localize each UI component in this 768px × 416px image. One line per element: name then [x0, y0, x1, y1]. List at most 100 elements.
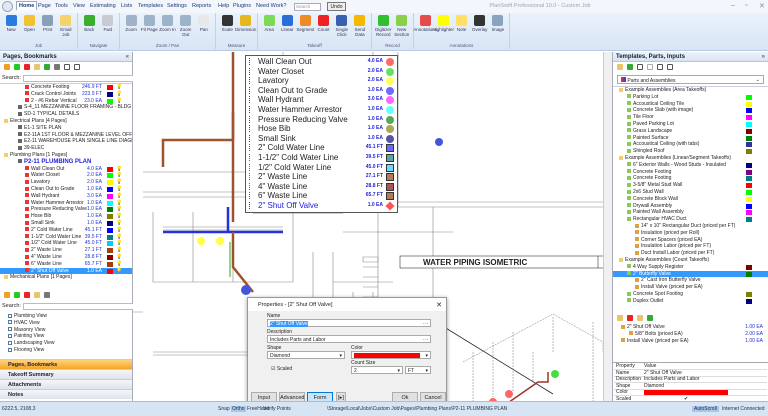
template-item[interactable]: Install Valve (priced per EA): [613, 284, 768, 291]
add-icon[interactable]: [14, 292, 20, 298]
search-input[interactable]: Search: [294, 3, 321, 11]
visibility-bulb-icon[interactable]: 💡: [116, 199, 123, 206]
count-size-select[interactable]: 2▾: [351, 366, 403, 374]
template-item[interactable]: Corner Spacers (priced EA): [613, 237, 768, 244]
linear-button[interactable]: Linear: [279, 13, 296, 49]
page-item[interactable]: 39-ELEC: [0, 145, 132, 152]
tab-tools[interactable]: Tools: [55, 3, 68, 9]
collapse-all-icon[interactable]: [667, 64, 673, 70]
delete-icon[interactable]: [627, 315, 633, 321]
folder-item[interactable]: Mechanical Plans [1 Pages]: [0, 274, 132, 281]
description-field[interactable]: Includes Parts and Labor···: [267, 335, 431, 343]
visibility-bulb-icon[interactable]: 💡: [116, 253, 123, 260]
color-swatch[interactable]: [107, 85, 113, 90]
visibility-bulb-icon[interactable]: 💡: [116, 226, 123, 233]
visibility-bulb-icon[interactable]: 💡: [116, 219, 123, 226]
view-item[interactable]: Landscaping View: [8, 340, 132, 347]
color-swatch[interactable]: [107, 207, 113, 213]
tab-page[interactable]: Page: [38, 3, 51, 9]
tab-templates[interactable]: Templates: [138, 3, 164, 9]
tab-help[interactable]: Help: [218, 3, 230, 9]
color-swatch[interactable]: [107, 268, 113, 274]
add-icon[interactable]: [14, 64, 20, 70]
folder-item[interactable]: Electrical Plans [4 Pages]: [0, 118, 132, 125]
tab-view[interactable]: View: [73, 3, 85, 9]
template-item[interactable]: Paved Parking Lot: [613, 121, 768, 128]
view-item[interactable]: Painting View: [8, 333, 132, 340]
sort-icon[interactable]: [4, 292, 10, 298]
view-item[interactable]: Plumbing View: [8, 313, 132, 320]
visibility-bulb-icon[interactable]: 💡: [116, 179, 123, 186]
verify-points-toggle[interactable]: Verify Points: [263, 406, 291, 412]
template-item[interactable]: 6" Exterior Walls - Wood Studs - Insulat…: [613, 162, 768, 169]
dialog-close-button[interactable]: ✕: [436, 302, 442, 309]
assembly-item[interactable]: Install Valve (priced per EA)1.00 EA: [613, 338, 768, 345]
delete-icon[interactable]: [24, 64, 30, 70]
template-item[interactable]: Insulation Labor (priced per FT): [613, 243, 768, 250]
view-item[interactable]: Masonry View: [8, 327, 132, 334]
color-swatch[interactable]: [107, 98, 113, 104]
scale-button[interactable]: Scale: [219, 13, 236, 49]
tab-plugins[interactable]: Plugins: [233, 3, 252, 9]
page-item[interactable]: SD-1 TYPICAL DETAILS: [0, 111, 132, 118]
property-row[interactable]: Color: [614, 389, 767, 396]
view-item[interactable]: HVAC View: [8, 320, 132, 327]
template-item[interactable]: Concrete Footing: [613, 175, 768, 182]
color-swatch[interactable]: [107, 227, 113, 233]
refresh-icon[interactable]: [647, 315, 653, 321]
name-field[interactable]: 2" Shut Off Valve···: [267, 319, 431, 327]
template-item[interactable]: Accoustical Ceiling Tile: [613, 101, 768, 108]
color-swatch[interactable]: [107, 241, 113, 247]
accordion-pages-bookmarks[interactable]: Pages, Bookmarks: [0, 359, 132, 369]
folder-icon[interactable]: [34, 64, 40, 70]
zoom-out-button[interactable]: Zoom Out: [177, 13, 194, 49]
visibility-bulb-icon[interactable]: 💡: [116, 240, 123, 247]
template-item[interactable]: Drywall Assembly: [613, 203, 768, 210]
template-item[interactable]: Concrete Footing: [613, 169, 768, 176]
folder-item[interactable]: Plumbing Plans [1 Pages]: [0, 152, 132, 159]
template-item[interactable]: Painted Wall Assembly: [613, 209, 768, 216]
area-button[interactable]: Area: [261, 13, 278, 49]
color-swatch[interactable]: [107, 193, 113, 199]
color-swatch[interactable]: [107, 234, 113, 240]
back-button[interactable]: Back: [81, 13, 98, 49]
template-folder[interactable]: Example Assemblies (Area Takeoffs): [613, 87, 768, 94]
template-item[interactable]: Accoustical Ceiling (with tabs): [613, 141, 768, 148]
visibility-bulb-icon[interactable]: 💡: [116, 247, 123, 254]
template-item[interactable]: 2x6 Stud Wall: [613, 189, 768, 196]
maximize-button[interactable]: ▫: [745, 2, 748, 9]
pan-button[interactable]: Pan: [195, 13, 212, 49]
visibility-bulb-icon[interactable]: 💡: [116, 192, 123, 199]
tab-estimating[interactable]: Estimating: [90, 3, 116, 9]
color-swatch[interactable]: [107, 173, 113, 179]
parts-dropdown[interactable]: Parts and Assemblies⌄: [617, 75, 764, 84]
assembly-item[interactable]: 5/8" Bolts (priced EA)2.00 EA: [613, 331, 768, 338]
overlay-button[interactable]: Overlay: [471, 13, 488, 49]
visibility-bulb-icon[interactable]: 💡: [116, 84, 123, 90]
color-swatch[interactable]: [107, 166, 113, 172]
refresh-icon[interactable]: [627, 64, 633, 70]
edit-icon[interactable]: [637, 315, 643, 321]
folder-icon[interactable]: [617, 315, 623, 321]
visibility-bulb-icon[interactable]: 💡: [116, 233, 123, 240]
color-select[interactable]: ▾: [351, 351, 431, 359]
page-item[interactable]: S-4_11 MEZZANINE FLOOR FRAMING - BLDG 11: [0, 104, 132, 111]
visibility-bulb-icon[interactable]: 💡: [116, 172, 123, 179]
template-item[interactable]: Painted Surface: [613, 135, 768, 142]
